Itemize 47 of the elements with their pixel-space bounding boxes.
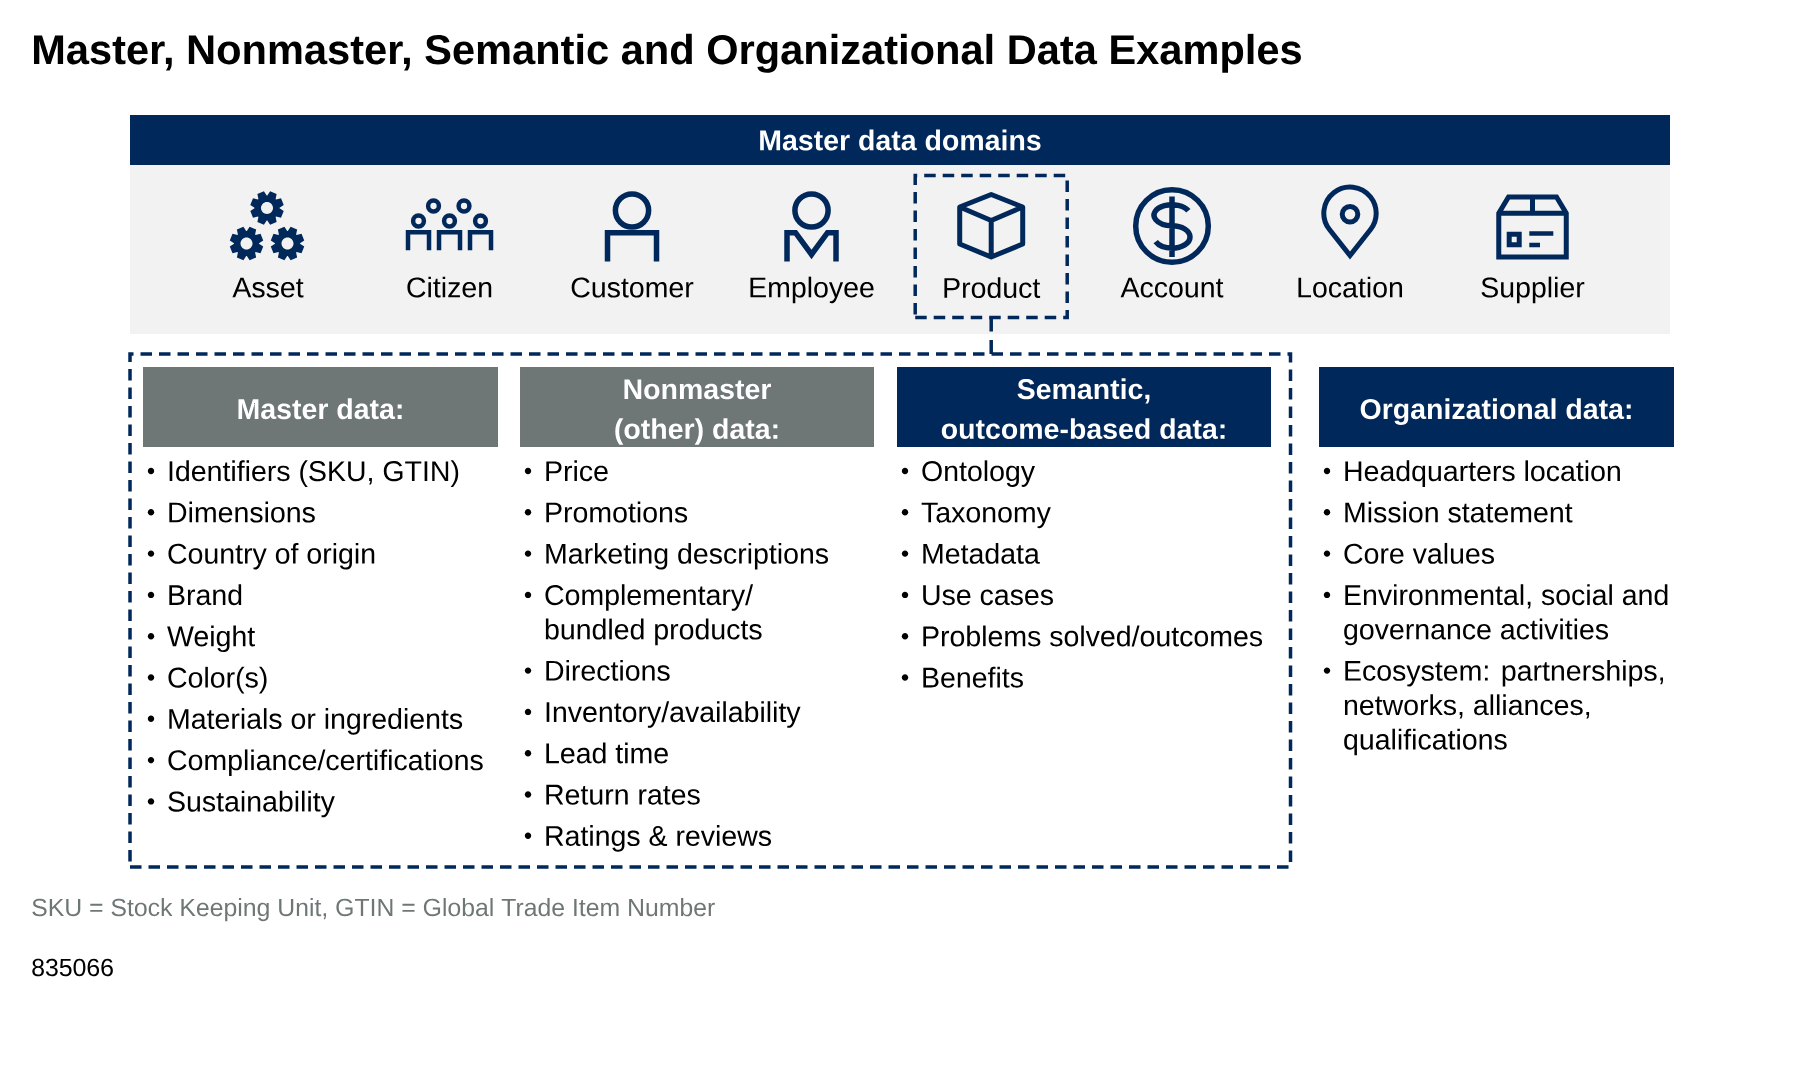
list-item: Compliance/certifications	[168, 749, 483, 776]
list-item: Inventory/availability	[546, 701, 801, 728]
header-box: Organizational data:	[1319, 367, 1674, 447]
icon-label: Supplier	[1481, 276, 1585, 304]
header-box: Master data:	[143, 367, 498, 447]
footnote: SKU = Stock Keeping Unit, GTIN = Global Trade Item Number	[32, 898, 715, 922]
list-item: Marketing descriptions	[546, 542, 829, 570]
icon-label: Account	[1120, 277, 1224, 298]
icon-label: Asset	[232, 277, 304, 298]
list-item: Brand	[169, 584, 242, 606]
list-item: Country of origin	[168, 542, 375, 570]
document-number: 835066	[32, 958, 113, 977]
header-box: Semantic, outcome-based data:	[897, 367, 1271, 447]
list-item: Environmental, social and governance activities	[1344, 584, 1668, 646]
icon-label: Citizen	[407, 276, 492, 298]
list-item: Benefits	[923, 666, 1023, 688]
list-item: Return rates	[546, 784, 700, 805]
list-item: Lead time	[546, 742, 668, 764]
header-box: Nonmaster (other) data:	[520, 367, 874, 447]
list-item: Headquarters location	[1345, 460, 1620, 487]
list-item: Price	[546, 460, 608, 482]
list-item: Core values	[1344, 542, 1494, 564]
icon-label: Customer	[571, 277, 694, 298]
header-bar: Master data domains	[130, 115, 1670, 165]
icon-label: Employee	[750, 276, 874, 304]
list-item: Identifiers (SKU, GTIN)	[169, 460, 459, 487]
list-item: Promotions	[546, 501, 688, 523]
list-item: Ontology	[922, 460, 1035, 487]
dashed-frame	[128, 352, 1293, 869]
list-item: Weight	[167, 625, 255, 653]
list-item: Color(s)	[168, 666, 267, 694]
list-item: Dimensions	[169, 501, 315, 523]
list-item: Sustainability	[168, 790, 335, 818]
list-item: Metadata	[923, 542, 1040, 564]
icon-label: Product	[944, 277, 1041, 299]
connector	[989, 317, 993, 354]
list-item: Directions	[546, 659, 670, 681]
list-item: Ecosystem: partnerships, networks, alliances, qualifications	[1344, 659, 1663, 756]
list-item: Materials or ingredients	[169, 708, 463, 735]
list-item: Ratings & reviews	[546, 825, 771, 852]
list-item: Problems solved/outcomes	[923, 625, 1263, 647]
list-item: Mission statement	[1345, 501, 1573, 523]
list-item: Complementary/ bundled products	[545, 584, 762, 646]
icon-label: Location	[1298, 276, 1402, 298]
title: Master, Nonmaster, Semantic and Organizational Data Examples	[34, 33, 1301, 73]
list-item: Use cases	[923, 585, 1053, 606]
list-item: Taxonomy	[921, 502, 1051, 529]
